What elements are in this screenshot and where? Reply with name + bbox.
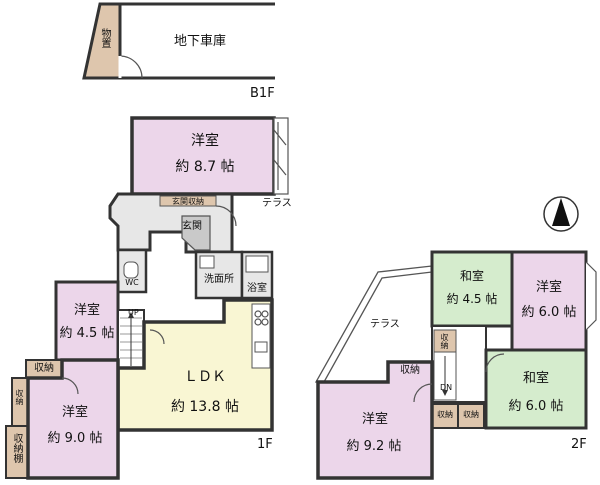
- floor1-storage-shelf-label: 収納棚: [11, 433, 22, 463]
- floor1-bath-label: 浴室: [247, 283, 267, 294]
- floor1-up-label: UP: [128, 308, 139, 317]
- floor2-japanese-top-size: 約 4.5 帖: [446, 292, 498, 306]
- floor2-western-right-name: 洋室: [535, 280, 562, 295]
- floor2-dn-label: DN: [440, 383, 453, 392]
- floor1-washroom-label: 洗面所: [204, 274, 234, 285]
- basement-floor-label: B1F: [250, 86, 275, 101]
- floor1-western-small-room: [54, 280, 120, 362]
- floor2-storage-d-label: 収納: [463, 410, 479, 419]
- floor2-storage-a-label: 収納: [440, 333, 449, 349]
- floor1-ldk-size: 約 13.8 帖: [170, 399, 240, 415]
- floor1-wc-label: WC: [125, 278, 139, 287]
- floor2-western-right-size: 約 6.0 帖: [521, 305, 577, 320]
- floor2-japanese-top-room: [430, 250, 514, 328]
- floor2-terrace-label: テラス: [370, 319, 400, 330]
- north-arrow-icon: [543, 196, 579, 232]
- floor2-japanese-top-name: 和室: [459, 269, 484, 283]
- basement-door-swing: [119, 55, 143, 79]
- basement-plan: [82, 2, 275, 80]
- basement-garage-label: 地下車庫: [173, 34, 226, 49]
- floor1-storage-label: 収納: [34, 363, 54, 374]
- floor1-entrance-storage-label: 玄関収納: [172, 197, 204, 206]
- floor2-plan: [314, 250, 597, 480]
- floor2-western-bottom-room: [316, 360, 434, 480]
- floor1-entrance-label: 玄関: [182, 221, 202, 232]
- floor1-western-bottom-name: 洋室: [61, 405, 88, 420]
- floor1-terrace-label: テラス: [262, 198, 292, 209]
- floor2-western-bottom-size: 約 9.2 帖: [346, 439, 402, 454]
- floor1-western-top-name: 洋室: [191, 133, 219, 149]
- floor1-western-top-size: 約 8.7 帖: [175, 159, 235, 175]
- floor2-western-bottom-name: 洋室: [361, 412, 388, 427]
- floor1-terrace-rail: [273, 117, 289, 195]
- floor1-genkan: [181, 215, 211, 251]
- basement-storage-label: 物置: [99, 28, 110, 48]
- floor1-western-bottom-size: 約 9.0 帖: [47, 431, 103, 446]
- floor2-floor-label: 2F: [571, 437, 587, 452]
- floor2-storage-d-box: [457, 403, 485, 429]
- floor1-floor-label: 1F: [257, 437, 273, 452]
- floor2-japanese-right-name: 和室: [522, 371, 549, 386]
- floor1-western-small-name: 洋室: [73, 303, 100, 318]
- floor2-japanese-right-room: [484, 348, 588, 430]
- floor2-storage-b-label: 収納: [400, 365, 420, 376]
- floor2-storage-c-label: 収納: [437, 410, 453, 419]
- floor1-entrance-storage-box: [159, 195, 217, 207]
- floor1-plan: [5, 116, 289, 480]
- floor1-ldk-name: ＬＤＫ: [184, 369, 226, 385]
- floor1-storage-side-label: 収納: [15, 389, 24, 405]
- floor1-ldk: [116, 298, 274, 432]
- floor2-japanese-right-size: 約 6.0 帖: [508, 399, 564, 414]
- floor2-western-right-room: [510, 250, 588, 352]
- floor1-western-small-size: 約 4.5 帖: [59, 326, 115, 341]
